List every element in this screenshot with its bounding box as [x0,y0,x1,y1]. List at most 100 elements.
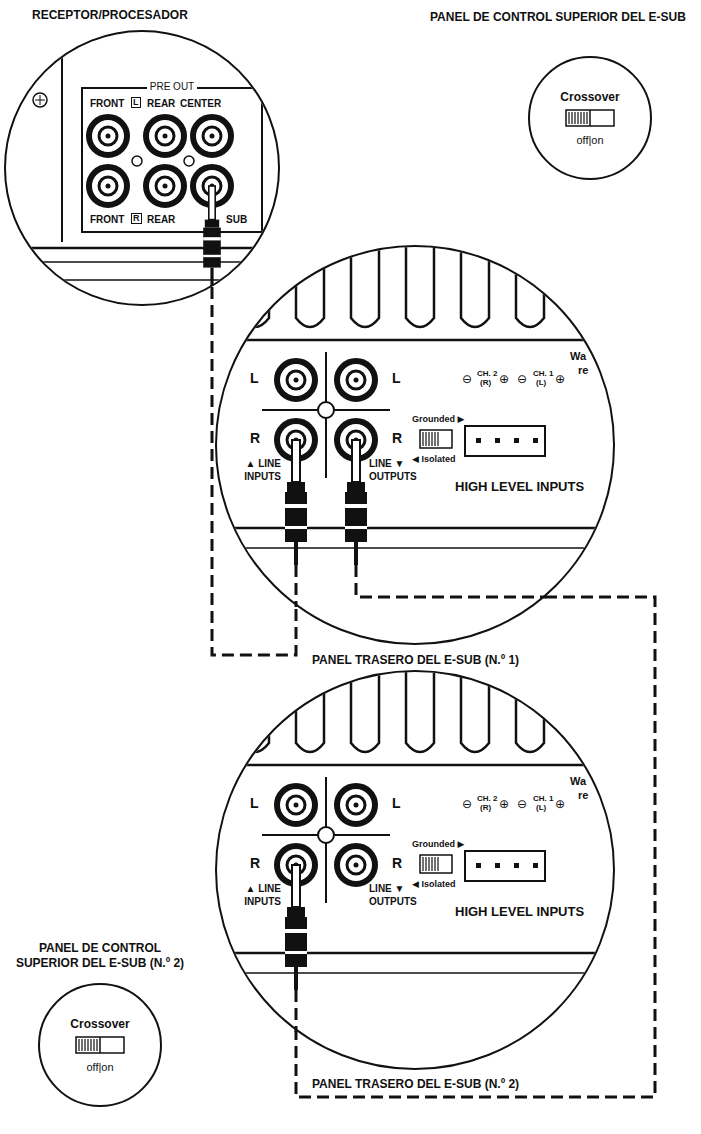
crossover-switch-part-part [93,1039,94,1051]
receiver-panel-part [193,117,231,155]
illustration-part [203,186,221,286]
crossover-switch-part-part [574,112,575,124]
panel-label: ⊕ [555,798,565,812]
receiver-panel-part [0,279,300,281]
crossover-switch [76,1037,124,1053]
cable-stub-part [295,990,298,1032]
panel-label: LINE ▼ [369,883,404,895]
panel-label: CH. 2 [477,369,497,378]
cable-stub [296,565,546,1032]
receiver-panel-part [146,117,184,155]
panel-heading: RECEPTOR/PROCESADOR [32,8,188,22]
switch-legend: off|on [530,134,650,147]
receiver-panel-part [61,30,63,242]
crossover-switch-part-part [84,1039,85,1051]
illustration-part [285,865,307,990]
crossover-switch-part [569,112,587,124]
panel-heading: PANEL DE CONTROL SUPERIOR DEL E-SUB (N.º… [10,941,190,971]
panel-label: L [392,795,401,811]
receiver-panel-part [0,247,300,250]
receiver-panel-part [89,117,127,155]
panel-label: (R) [480,378,491,387]
panel-label: R [250,855,260,871]
panel-label: Grounded ▶ [412,839,464,849]
panel-label: L [250,370,259,386]
illustration-part [285,440,307,565]
crossover-switch-part [99,1037,101,1053]
receiver-panel-part [89,167,127,205]
panel-label: R [392,430,402,446]
panel-heading: PANEL TRASERO DEL E-SUB (N.º 2) [312,1077,519,1091]
panel-label: ⊕ [499,798,509,812]
signal-cable [212,287,296,655]
receiver-circle: RECEPTOR/PROCESADOR [4,30,280,306]
panel-label: OUTPUTS [369,896,417,908]
crossover-switch-part-part [81,1039,82,1051]
panel-label: CENTER [180,98,221,110]
panel-label: REAR [147,214,175,226]
receiver-panel-part [82,88,262,232]
panel-label: ▲ LINE [246,458,281,470]
panel-label: FRONT [90,98,124,110]
panel-label: PRE OUT [147,81,197,93]
crossover-switch-part [589,110,591,126]
channel-box: R [131,213,142,224]
panel-label: ⊕ [555,373,565,387]
cable-stub-part [295,565,298,607]
panel-label: CH. 1 [533,369,553,378]
illustration-part [200,230,630,645]
receiver-panel-part [184,156,194,166]
crossover-switch-part-part [87,1039,88,1051]
crossover-switch [566,110,614,126]
receiver-panel-part [132,156,142,166]
crossover-switch-part [79,1039,97,1051]
crossover-switch-part-part [571,112,572,124]
crossover-switch-part-part [90,1039,91,1051]
panel-label: CH. 1 [533,794,553,803]
illustration-part [200,655,630,1070]
panel-heading: PANEL DE CONTROL SUPERIOR DEL E-SUB [430,10,686,24]
rear-panel-circle: PANEL TRASERO DEL E-SUB (N.º 1) [215,245,615,645]
panel-label: re [578,789,588,802]
panel-label: ◀ Isolated [412,454,455,464]
receiver-panel [0,30,300,280]
panel-label: HIGH LEVEL INPUTS [455,905,584,920]
crossover-switch-part-part [568,112,569,124]
crossover-switch-part-part [577,112,578,124]
panel-label: Wa [570,350,586,363]
panel-label: OUTPUTS [369,471,417,483]
panel-label: Grounded ▶ [412,414,464,424]
crossover-switch-part [76,1037,124,1053]
panel-label: (L) [536,803,546,812]
panel-label: FRONT [90,214,124,226]
panel-label: ◀ Isolated [412,879,455,889]
switch-title: Crossover [530,90,650,104]
channel-box: L [131,97,141,108]
panel-label: ⊖ [462,798,472,812]
rear-panel-circle: PANEL TRASERO DEL E-SUB (N.º 2) [215,670,615,1070]
signal-cable [296,597,655,1097]
switch-legend: off|on [40,1061,160,1074]
panel-label: ▲ LINE [246,883,281,895]
panel-label: ⊕ [499,373,509,387]
receiver-panel-part [146,167,184,205]
panel-label: SUB [226,214,247,226]
switch-title: Crossover [40,1017,160,1031]
crossover-switch-part-part [580,112,581,124]
illustration-part-part [203,186,221,286]
panel-label: LINE ▼ [369,458,404,470]
panel-label: ⊖ [517,798,527,812]
crossover-switch-part-part [96,1039,97,1051]
receiver-panel-part [0,261,300,263]
panel-label: HIGH LEVEL INPUTS [455,480,584,495]
panel-label: ⊖ [517,373,527,387]
panel-label: re [578,364,588,377]
panel-label: R [392,855,402,871]
panel-label: CH. 2 [477,794,497,803]
receiver-panel-part [33,93,47,107]
panel-label: L [250,795,259,811]
panel-label: REAR [147,98,175,110]
control-panel-circle: PANEL DE CONTROL SUPERIOR DEL E-SUB (N.º… [38,983,162,1107]
panel-label: INPUTS [244,896,281,908]
